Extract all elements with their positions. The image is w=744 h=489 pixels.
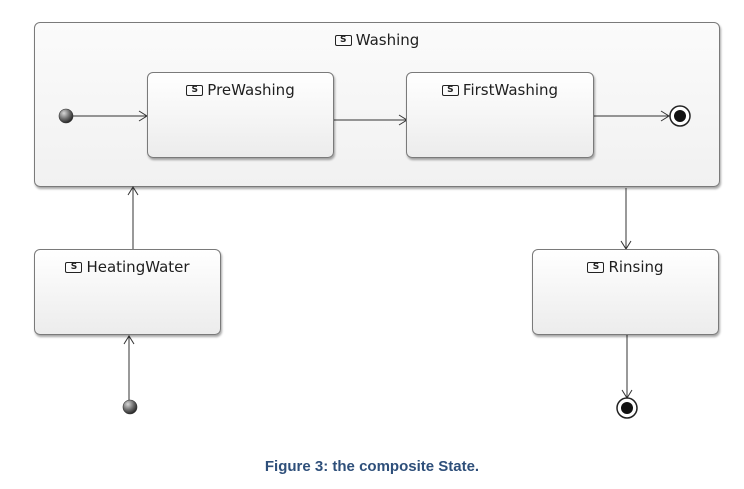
final-state-washing[interactable] — [669, 105, 691, 127]
initial-pseudostate-root[interactable] — [122, 399, 138, 415]
state-firstwashing-label: FirstWashing — [462, 81, 559, 99]
transition-rinsing-to-final[interactable] — [621, 335, 633, 399]
transition-heatingwater-to-washing[interactable] — [127, 186, 139, 249]
transition-initial-to-heatingwater[interactable] — [123, 335, 135, 401]
state-washing-label: Washing — [355, 31, 420, 49]
state-rinsing-header: S Rinsing — [533, 258, 718, 276]
state-rinsing[interactable]: S Rinsing — [532, 249, 719, 335]
state-rinsing-label: Rinsing — [608, 258, 664, 276]
stereotype-s-icon: S — [65, 261, 83, 273]
state-prewashing-label: PreWashing — [207, 81, 295, 99]
state-firstwashing-header: S FirstWashing — [407, 81, 593, 99]
transition-washing-to-rinsing[interactable] — [620, 188, 632, 250]
state-heatingwater[interactable]: S HeatingWater — [34, 249, 221, 335]
initial-pseudostate-washing[interactable] — [58, 108, 74, 124]
transition-firstwashing-to-final[interactable] — [594, 110, 670, 122]
stereotype-s-icon: S — [441, 84, 459, 96]
state-heatingwater-label: HeatingWater — [86, 258, 190, 276]
state-heatingwater-header: S HeatingWater — [35, 258, 220, 276]
state-washing-header: S Washing — [35, 31, 719, 49]
stereotype-s-icon: S — [587, 261, 605, 273]
state-prewashing[interactable]: S PreWashing — [147, 72, 334, 158]
state-firstwashing[interactable]: S FirstWashing — [406, 72, 594, 158]
state-prewashing-header: S PreWashing — [148, 81, 333, 99]
stereotype-s-icon: S — [334, 34, 352, 46]
state-washing[interactable]: S Washing — [34, 22, 720, 187]
final-state-root[interactable] — [616, 397, 638, 419]
figure-caption: Figure 3: the composite State. — [264, 458, 480, 475]
stereotype-s-icon: S — [186, 84, 204, 96]
